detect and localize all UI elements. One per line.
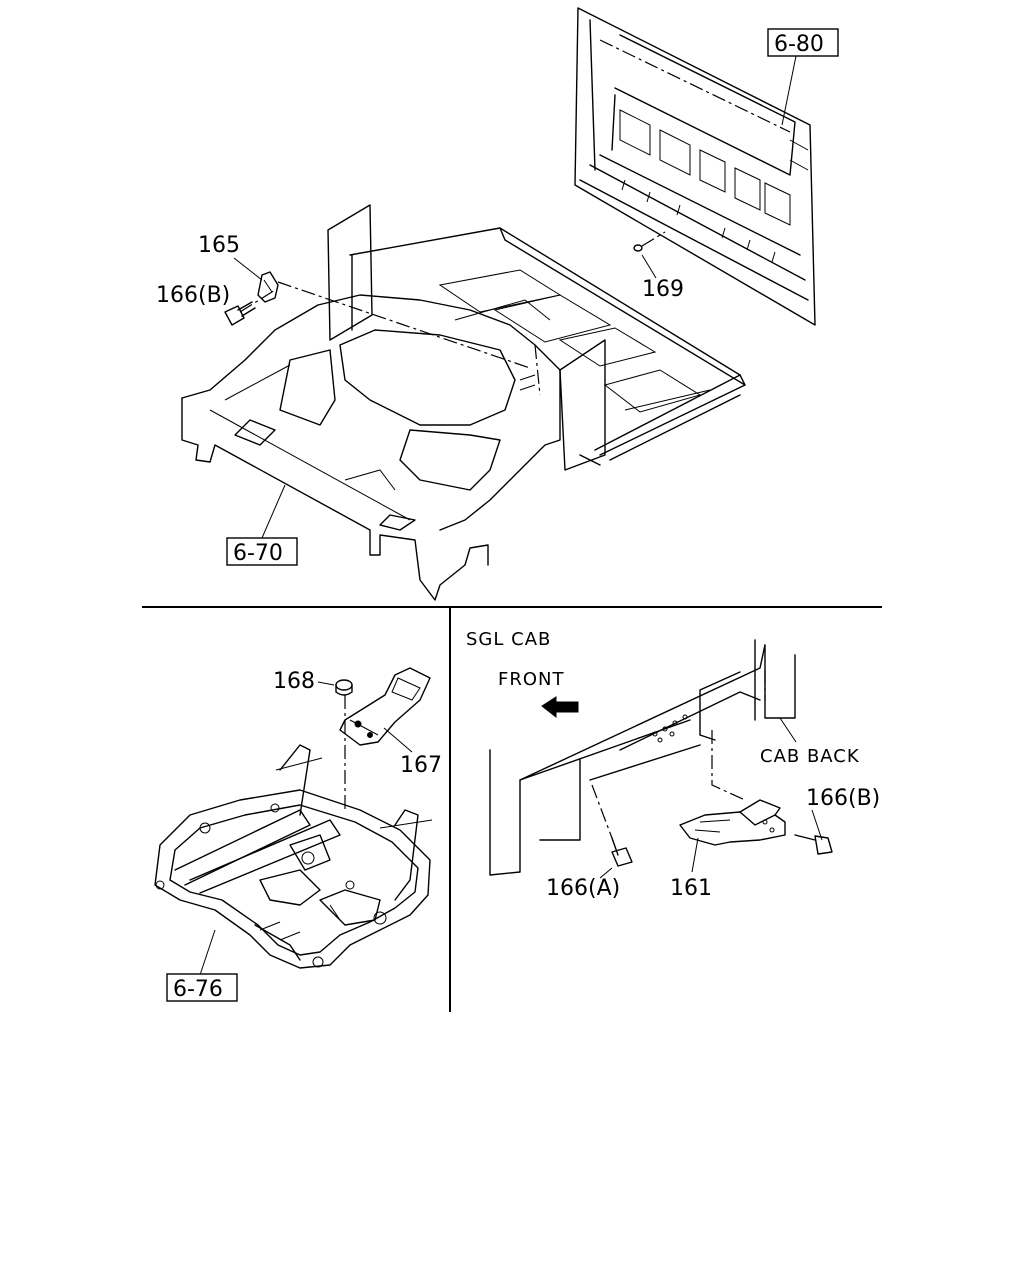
part-169-plug — [633, 231, 666, 252]
ref-6-70-label: 6-70 — [233, 541, 283, 566]
part-166b-right-label[interactable]: 166(B) — [806, 786, 880, 811]
part-166b-top-label[interactable]: 166(B) — [156, 283, 230, 308]
part-168-nut — [335, 679, 353, 696]
leader-166a — [599, 867, 613, 879]
part-167-label[interactable]: 167 — [400, 753, 442, 778]
front-caption: FRONT — [498, 669, 565, 690]
cab-floor-panel-drawing — [181, 204, 746, 601]
sgl-cab-caption: SGL CAB — [466, 629, 551, 650]
ref-box-6-76[interactable]: 6-76 — [166, 973, 238, 1002]
leader-167 — [383, 727, 413, 753]
part-166a-bolt — [611, 837, 633, 867]
part-166b-bolt-right — [794, 834, 833, 855]
leader-6-76 — [199, 929, 216, 976]
leader-161 — [691, 837, 699, 873]
front-arrow-icon — [541, 696, 579, 719]
part-166b-bolt-top — [224, 301, 256, 326]
ref-6-80-label: 6-80 — [774, 32, 824, 57]
part-165-label[interactable]: 165 — [198, 233, 240, 258]
part-167-bracket — [339, 667, 431, 746]
part-166a-label[interactable]: 166(A) — [546, 876, 620, 901]
ref-box-6-70[interactable]: 6-70 — [226, 537, 298, 566]
part-165-bracket — [257, 271, 279, 303]
part-169-label[interactable]: 169 — [642, 277, 684, 302]
part-161-label[interactable]: 161 — [670, 876, 712, 901]
leader-cab-back — [779, 717, 797, 743]
leader-lines-top — [233, 55, 797, 539]
part-161-bracket — [679, 799, 786, 846]
ref-6-76-label: 6-76 — [173, 977, 223, 1002]
leader-166b-right — [811, 809, 823, 841]
cab-back-caption: CAB BACK — [760, 746, 860, 767]
part-168-label[interactable]: 168 — [273, 669, 315, 694]
floor-frame-drawing — [154, 744, 433, 969]
ref-box-6-80[interactable]: 6-80 — [767, 28, 839, 57]
cab-back-panel-drawing — [574, 7, 816, 326]
leader-168 — [317, 681, 335, 686]
